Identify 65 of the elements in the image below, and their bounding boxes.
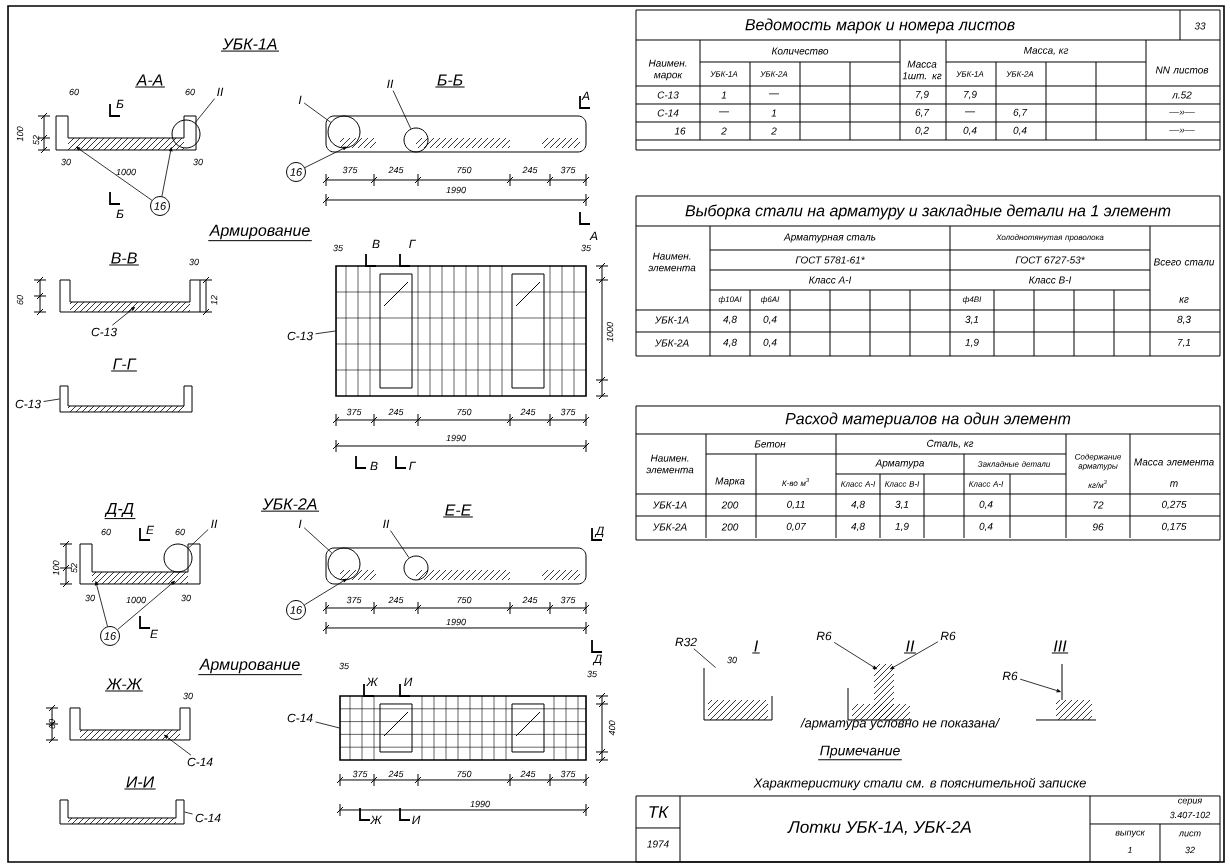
leader-line bbox=[1019, 678, 1061, 693]
longitudinal-section-drawing bbox=[325, 115, 587, 153]
detail-circle bbox=[403, 127, 429, 153]
detail-circle bbox=[327, 115, 361, 149]
longitudinal-section-drawing bbox=[322, 527, 603, 653]
leader-line bbox=[693, 648, 716, 668]
reinforcement-mesh-drawing bbox=[336, 683, 609, 821]
cross-section-drawing bbox=[69, 707, 191, 741]
cross-section-drawing bbox=[59, 385, 193, 413]
title-block-text: ТК bbox=[649, 806, 669, 818]
section-title: В-В bbox=[108, 252, 140, 266]
detail-circle bbox=[163, 543, 193, 573]
leader-line bbox=[164, 734, 192, 756]
section-title: II bbox=[903, 640, 917, 654]
detail-drawing bbox=[847, 687, 913, 721]
leader-line bbox=[392, 90, 412, 130]
leader-line bbox=[111, 306, 136, 326]
detail-circle bbox=[171, 119, 201, 149]
longitudinal-section-drawing bbox=[325, 547, 587, 585]
detail-circle bbox=[327, 547, 361, 581]
leader-line bbox=[303, 527, 333, 554]
leader-line bbox=[161, 147, 173, 197]
section-title: УБК-2А bbox=[260, 498, 320, 512]
section-title: УБК-1А bbox=[220, 38, 280, 52]
section-title: I bbox=[751, 640, 761, 654]
leader-line bbox=[315, 721, 340, 729]
section-title: Д-Д bbox=[104, 502, 136, 520]
section-title: Б-Б bbox=[434, 74, 466, 88]
section-title: Е-Е bbox=[442, 504, 474, 518]
detail-circle bbox=[403, 555, 429, 581]
leader-line bbox=[303, 102, 332, 123]
section-title: III bbox=[1051, 640, 1069, 654]
cross-section-drawing bbox=[33, 276, 213, 316]
cross-section-drawing bbox=[59, 799, 185, 825]
leader-line bbox=[184, 811, 193, 815]
cross-section-drawing bbox=[59, 527, 151, 629]
section-title: Армирование bbox=[197, 658, 303, 676]
cross-section-drawing bbox=[79, 543, 201, 585]
table-title: Расход материалов на один элемент bbox=[785, 412, 1071, 428]
leader-line bbox=[315, 330, 336, 335]
title-block-text: Лотки УБК-1А, УБК-2А bbox=[787, 820, 971, 835]
table-title: Ведомость марок и номера листов bbox=[745, 18, 1015, 34]
cross-section-drawing bbox=[45, 704, 59, 744]
table-title: Выборка стали на арматуру и закладные детали на 1 элемент bbox=[685, 204, 1171, 220]
leader-line bbox=[194, 98, 216, 124]
section-title: Армирование bbox=[207, 224, 313, 242]
leader-line bbox=[117, 580, 176, 630]
leader-line bbox=[95, 581, 108, 627]
cross-section-drawing bbox=[59, 279, 201, 313]
leader-line bbox=[304, 578, 347, 606]
section-title: Г-Г bbox=[110, 358, 138, 372]
section-title: А-А bbox=[134, 74, 166, 88]
leader-line bbox=[43, 398, 60, 402]
section-title: И-И bbox=[123, 776, 157, 790]
leader-line bbox=[304, 146, 347, 168]
leader-line bbox=[76, 146, 153, 201]
leader-line bbox=[188, 529, 209, 549]
leader-line bbox=[890, 641, 939, 670]
cross-section-drawing bbox=[55, 115, 197, 151]
section-title: Ж-Ж bbox=[104, 678, 144, 692]
detail-drawing bbox=[703, 667, 773, 721]
leader-line bbox=[390, 530, 410, 559]
leader-line bbox=[833, 641, 877, 670]
longitudinal-section-drawing bbox=[322, 95, 591, 225]
reinforcement-mesh-drawing bbox=[332, 253, 609, 469]
